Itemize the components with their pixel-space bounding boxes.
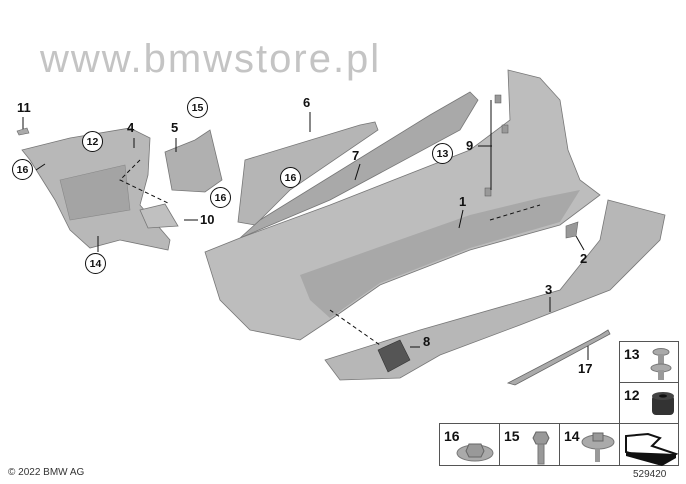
- label-8: 8: [423, 334, 431, 349]
- absorber-part-7: [239, 91, 479, 239]
- circled-label-13: 13: [432, 143, 453, 164]
- diffuser-part-3: [324, 199, 666, 381]
- bumper-trim-part-1: [204, 69, 601, 341]
- legend-number: 16: [444, 428, 460, 444]
- circled-label-16: 16: [12, 159, 33, 180]
- bumper-lower-shade: [300, 190, 580, 318]
- watermark: www.bmwstore.pl: [39, 37, 381, 81]
- circled-label-15: 15: [187, 97, 208, 118]
- label-2: 2: [580, 251, 588, 266]
- label-5: 5: [171, 120, 179, 135]
- copyright: © 2022 BMW AG: [8, 467, 85, 478]
- legend-number: 13: [624, 346, 640, 362]
- clip-rivet-icon: [650, 348, 672, 380]
- screw-washer-icon: [581, 432, 615, 462]
- label-17: 17: [578, 361, 593, 376]
- clip-9: [494, 94, 502, 104]
- circled-label-12: 12: [82, 131, 103, 152]
- hex-nut-washer-icon: [456, 443, 494, 462]
- label-7: 7: [352, 148, 360, 163]
- reflector-part-10: [139, 203, 179, 229]
- label-1: 1: [459, 194, 467, 209]
- legend-box-14: 14: [559, 423, 620, 466]
- clip-9: [484, 187, 492, 197]
- legend-number: 12: [624, 387, 640, 403]
- clip-part-11: [16, 127, 30, 136]
- label-3: 3: [545, 282, 553, 297]
- bracket-part-5: [164, 129, 223, 193]
- legend-number: 14: [564, 428, 580, 444]
- cover-part-2: [565, 221, 579, 239]
- reflector-part-8: [377, 339, 411, 373]
- trim-strip-part-17: [506, 329, 611, 386]
- clips-part-9: [484, 94, 509, 197]
- legend-box-16: 16: [439, 423, 500, 466]
- label-10: 10: [200, 212, 215, 227]
- legend-box-13: 13: [619, 341, 679, 383]
- clip-9: [501, 124, 509, 134]
- leader-lines: [22, 100, 589, 360]
- circled-label-14: 14: [85, 253, 106, 274]
- diagram-id: 529420: [633, 469, 667, 480]
- hex-bolt-icon: [532, 431, 550, 465]
- label-6: 6: [303, 95, 311, 110]
- label-9: 9: [466, 138, 474, 153]
- bracket-left-detail: [59, 164, 131, 221]
- legend-box-12: 12: [619, 382, 679, 424]
- circled-label-16: 16: [210, 187, 231, 208]
- direction-arrow-box: [619, 423, 679, 466]
- label-4: 4: [127, 120, 135, 135]
- legend-number: 15: [504, 428, 520, 444]
- carrier-part-6: [237, 121, 379, 226]
- label-11: 11: [17, 100, 31, 115]
- rubber-buffer-icon: [652, 392, 674, 415]
- legend-box-15: 15: [499, 423, 560, 466]
- direction-arrow-icon: [625, 432, 679, 466]
- circled-label-16: 16: [280, 167, 301, 188]
